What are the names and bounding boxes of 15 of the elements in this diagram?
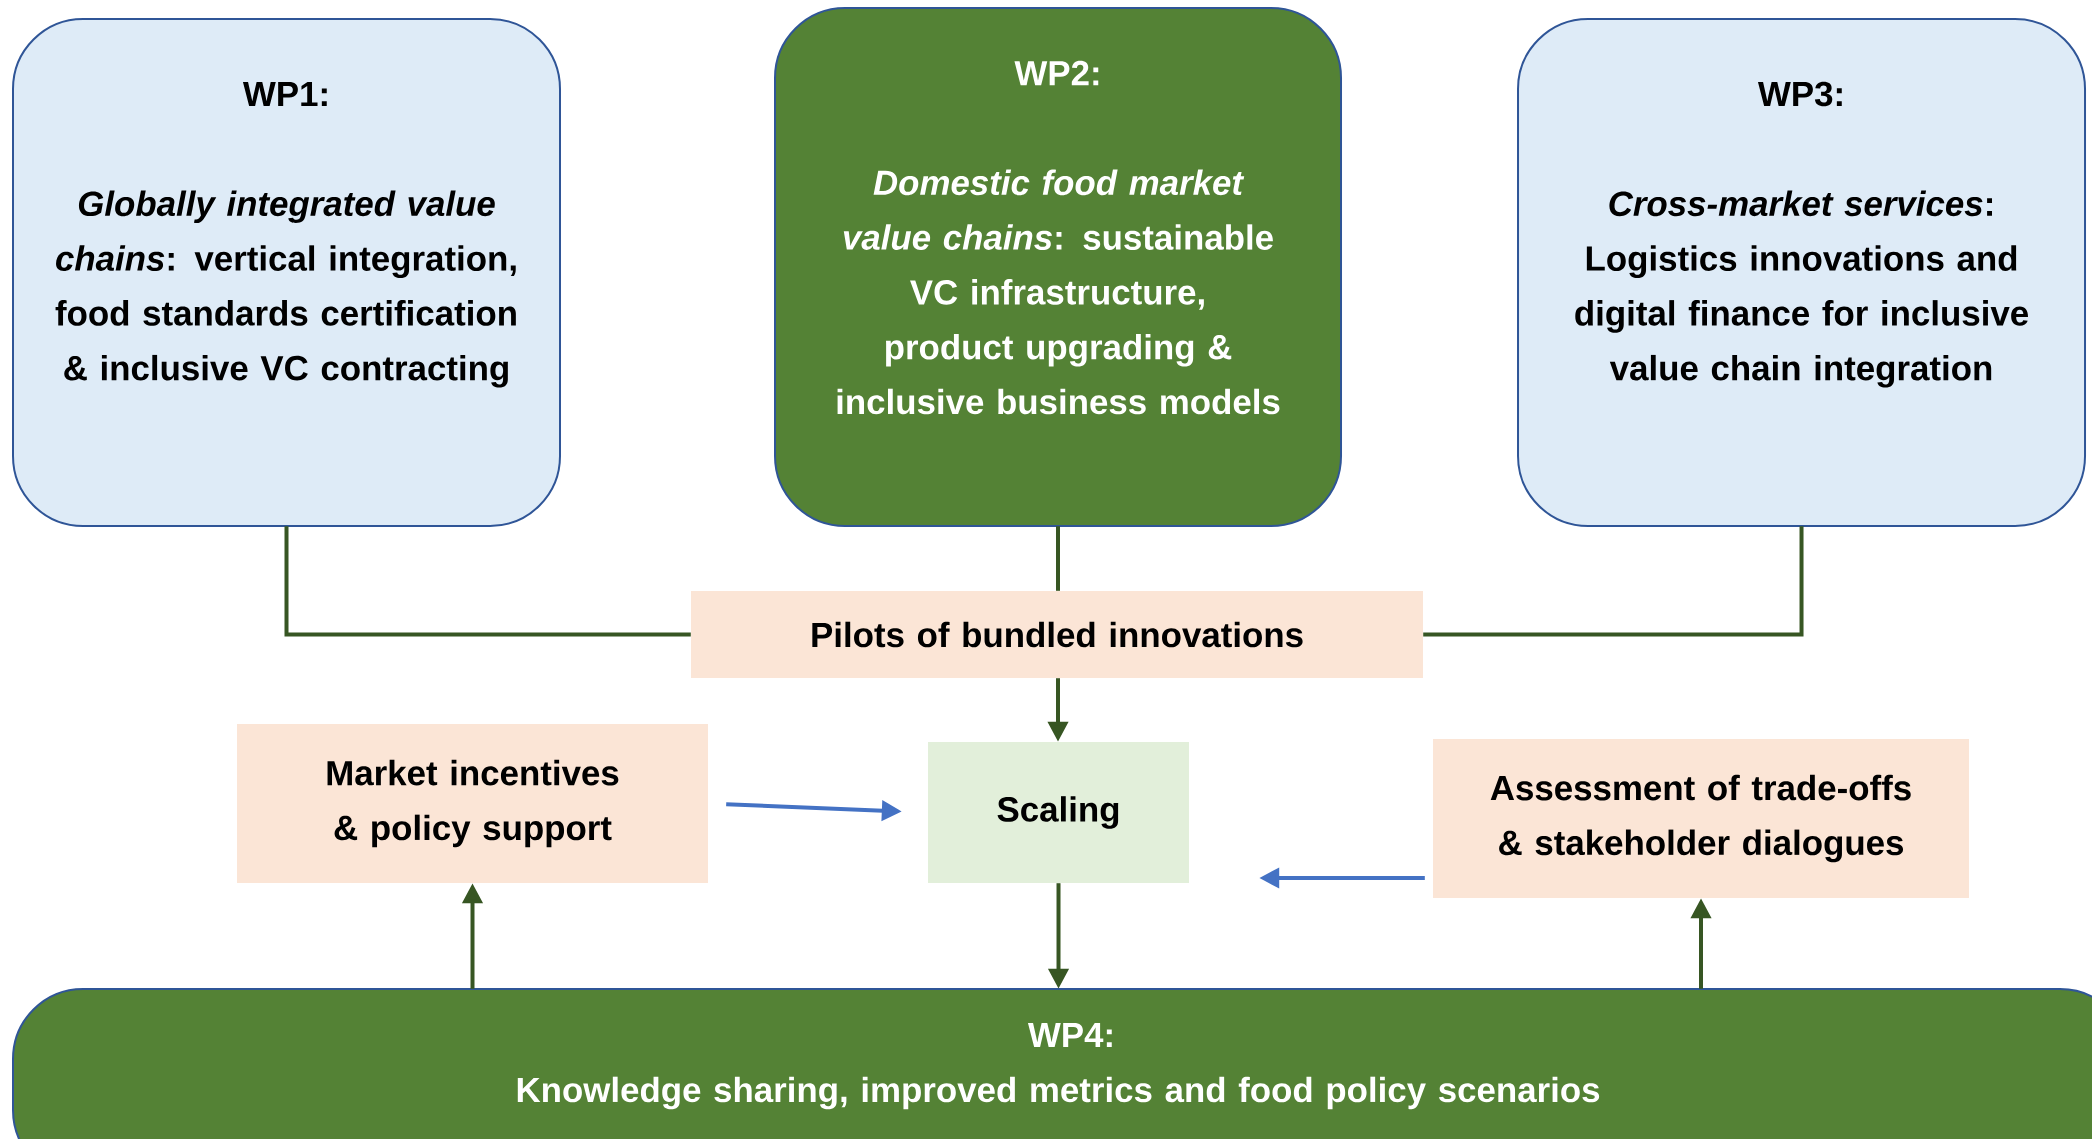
description: Knowledge sharing, improved metrics and food policy scenarios [517, 1076, 1600, 1110]
heading: WP2: [1014, 60, 1099, 86]
box-label: Assessment of trade-offs & stakeholder dialogues [1490, 774, 1911, 863]
connector-line [284, 526, 691, 637]
description: Cross-market services: Logistics innovations and digital finance for inclusive value chain integration [1575, 190, 2028, 388]
description: Domestic food market value chains: sustainable VC infrastructure, product upgrading & inclusive business models [837, 169, 1280, 415]
box-label: Pilots of bundled innovations [812, 621, 1303, 648]
description: Globally integrated value chains: vertical integration, food standards certification & inclusive VC contracting [55, 190, 516, 388]
connector-line [1423, 526, 1804, 637]
box-label: Market incentives & policy support [327, 759, 619, 848]
connector-line [1056, 526, 1060, 591]
heading: WP1: [242, 82, 327, 106]
heading: WP4: [1027, 1023, 1112, 1047]
heading: WP3: [1757, 81, 1842, 107]
box-label: Scaling [997, 796, 1119, 829]
